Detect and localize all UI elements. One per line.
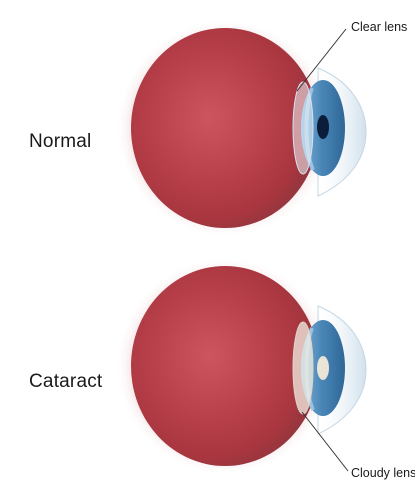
normal-label: Normal bbox=[29, 131, 92, 152]
eyeball bbox=[131, 28, 319, 228]
cataract-eye bbox=[121, 262, 367, 470]
cloudy-lens bbox=[292, 321, 314, 415]
eyeball bbox=[131, 266, 319, 466]
cloudy-lens-pointer bbox=[301, 411, 349, 472]
pupil bbox=[317, 115, 329, 139]
clear-lens-pointer bbox=[296, 28, 347, 92]
clear-lens bbox=[292, 81, 314, 175]
cloudy-lens-label: Cloudy lens bbox=[351, 466, 415, 480]
clear-lens-label: Clear lens bbox=[351, 20, 408, 34]
cataract-label: Cataract bbox=[29, 371, 103, 392]
normal-eye bbox=[121, 24, 367, 232]
cloudy-pupil bbox=[317, 356, 329, 380]
